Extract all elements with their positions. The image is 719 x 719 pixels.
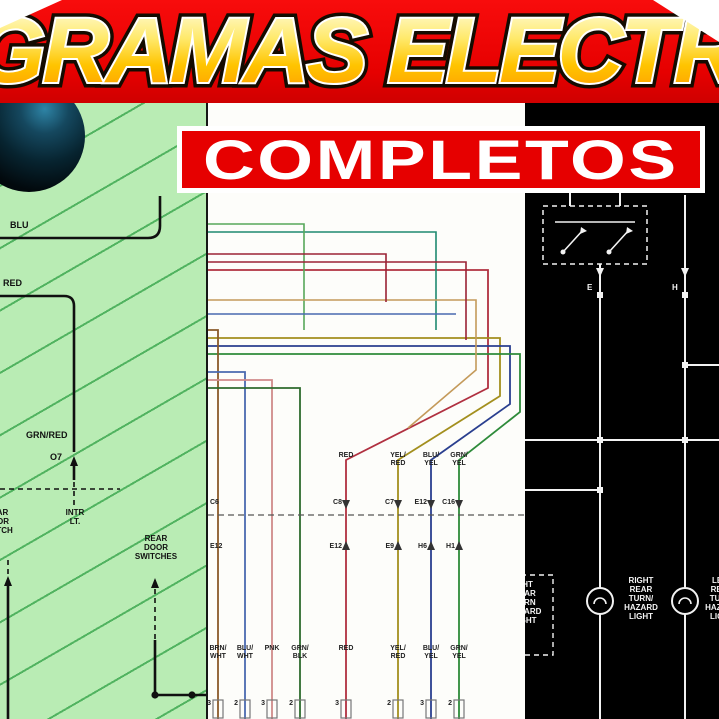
wire-label-red-bottom: RED: [338, 645, 354, 652]
wire-label-yel-red-bottom: YEL/ RED: [390, 645, 406, 660]
banner-title-inline: GRAMAS ELECTRIC: [0, 0, 719, 103]
connector-label-edge-top: C6: [210, 499, 219, 506]
connector-label-c8: C8: [333, 499, 342, 506]
middle-extra-wires: [208, 223, 477, 429]
terminal-label-e: E: [587, 283, 593, 292]
connector-label-e12-b: E12: [329, 543, 342, 550]
middle-connector-arrows: [342, 500, 463, 550]
subtitle-banner: COMPLETOS: [177, 126, 705, 193]
wire-label-yel-red-top: YEL/ RED: [390, 452, 406, 467]
left-schematic-panel: BLU RED GRN/RED O7 INTR LT. REAR DOOR SW…: [0, 0, 208, 719]
pin-number-2: 2: [234, 700, 238, 707]
bulb-symbols: [586, 587, 699, 615]
component-label-edge-partial: REAR DOOR SWITCH: [0, 508, 13, 535]
right-schematic-panel: E H RIGHT REAR TURN/ HAZARD LIGHT LEFT R…: [525, 0, 719, 719]
wire-label-brn-wht: BRN/ WHT: [209, 645, 227, 660]
connector-label-edge-bottom: E12: [210, 543, 223, 550]
component-label-left-rear-turn: LEFT REAR TURN/ HAZARD LIGHT: [705, 576, 719, 621]
top-banner: GRAMAS ELECTRIC GRAMAS ELECTRIC GRAMAS E…: [0, 0, 719, 103]
terminal-label-h: H: [672, 283, 678, 292]
connector-label-e9: E9: [385, 543, 394, 550]
component-label-rear-door-switches: REAR DOOR SWITCHES: [134, 534, 178, 561]
connector-label-h6: H6: [418, 543, 427, 550]
middle-pin-boxes: [212, 699, 465, 719]
right-wiring-svg: [525, 192, 719, 719]
white-corner-top-left: [0, 0, 62, 28]
connector-label-c16: C16: [442, 499, 455, 506]
connector-label-e12: E12: [414, 499, 427, 506]
wire-label-grn-red: GRN/RED: [26, 430, 68, 440]
left-wires: [0, 196, 206, 719]
wire-label-grn-blk: GRN/ BLK: [291, 645, 309, 660]
right-wires: [525, 192, 719, 719]
relay-box: [542, 205, 648, 265]
left-connector-arrows: [4, 456, 196, 699]
connector-label-o7: O7: [50, 452, 63, 462]
edge-component-box: [525, 574, 554, 656]
left-wiring-svg: [0, 196, 206, 719]
connector-label-c7: C7: [385, 499, 394, 506]
wire-label-pnk: PNK: [264, 645, 280, 652]
middle-harness-panel: RED YEL/ RED BLU/ YEL GRN/ YEL C8 C7 E12…: [208, 0, 525, 719]
banner-title-outline: GRAMAS ELECTRIC: [0, 0, 719, 103]
wire-label-blu: BLU: [10, 220, 29, 230]
wire-label-blu-wht: BLU/ WHT: [236, 645, 254, 660]
pin-number-7: 3: [420, 700, 424, 707]
wire-label-red-top: RED: [338, 452, 354, 459]
middle-wiring-svg: [208, 223, 525, 719]
pin-number-6: 2: [387, 700, 391, 707]
pin-number-4: 2: [289, 700, 293, 707]
subtitle-text: COMPLETOS: [203, 127, 679, 191]
wire-label-grn-yel-top: GRN/ YEL: [450, 452, 468, 467]
component-label-right-rear-turn: RIGHT REAR TURN/ HAZARD LIGHT: [624, 576, 658, 621]
component-label-edge-partial-right: GHT REAR TURN HAZARD LIGHT: [525, 580, 542, 625]
wire-label-red: RED: [3, 278, 23, 288]
pin-number-3: 3: [261, 700, 265, 707]
right-nodes: [560, 227, 689, 493]
pin-number-1: 3: [208, 700, 211, 707]
wire-label-blu-yel-bottom: BLU/ YEL: [422, 645, 440, 660]
component-label-intr-lt: INTR LT.: [65, 508, 85, 526]
wire-label-blu-yel-top: BLU/ YEL: [422, 452, 440, 467]
relay-switch-arms: [555, 221, 635, 253]
white-corner-top-right: [653, 0, 719, 42]
pin-number-5: 3: [335, 700, 339, 707]
banner-title-text: GRAMAS ELECTRIC: [0, 0, 719, 102]
wire-label-grn-yel-bottom: GRN/ YEL: [450, 645, 468, 660]
left-dashed-wires: [0, 482, 156, 640]
connector-label-h1: H1: [446, 543, 455, 550]
pin-number-8: 2: [448, 700, 452, 707]
